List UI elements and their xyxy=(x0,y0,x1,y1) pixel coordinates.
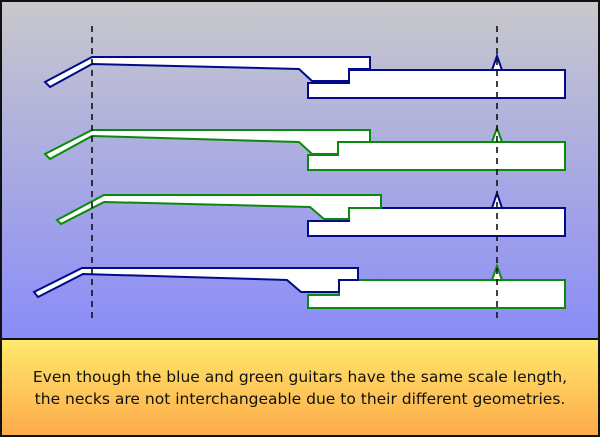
row-4 xyxy=(32,263,566,309)
body-row-4 xyxy=(307,279,566,309)
caption-line-1: Even though the blue and green guitars h… xyxy=(32,367,568,386)
neck-row-1 xyxy=(43,56,371,89)
neck-row-2 xyxy=(43,129,371,161)
body-row-1 xyxy=(307,69,566,99)
body-row-3 xyxy=(307,207,566,237)
row-3 xyxy=(55,189,566,237)
caption-box: Even though the blue and green guitars h… xyxy=(2,340,598,435)
row-1 xyxy=(43,53,566,99)
row-2 xyxy=(43,125,566,171)
neck-row-4 xyxy=(32,267,359,299)
caption-text: Even though the blue and green guitars h… xyxy=(33,366,567,410)
body-row-2 xyxy=(307,141,566,171)
caption-line-2: the necks are not interchangeable due to… xyxy=(34,389,566,408)
neck-row-3 xyxy=(55,194,382,226)
